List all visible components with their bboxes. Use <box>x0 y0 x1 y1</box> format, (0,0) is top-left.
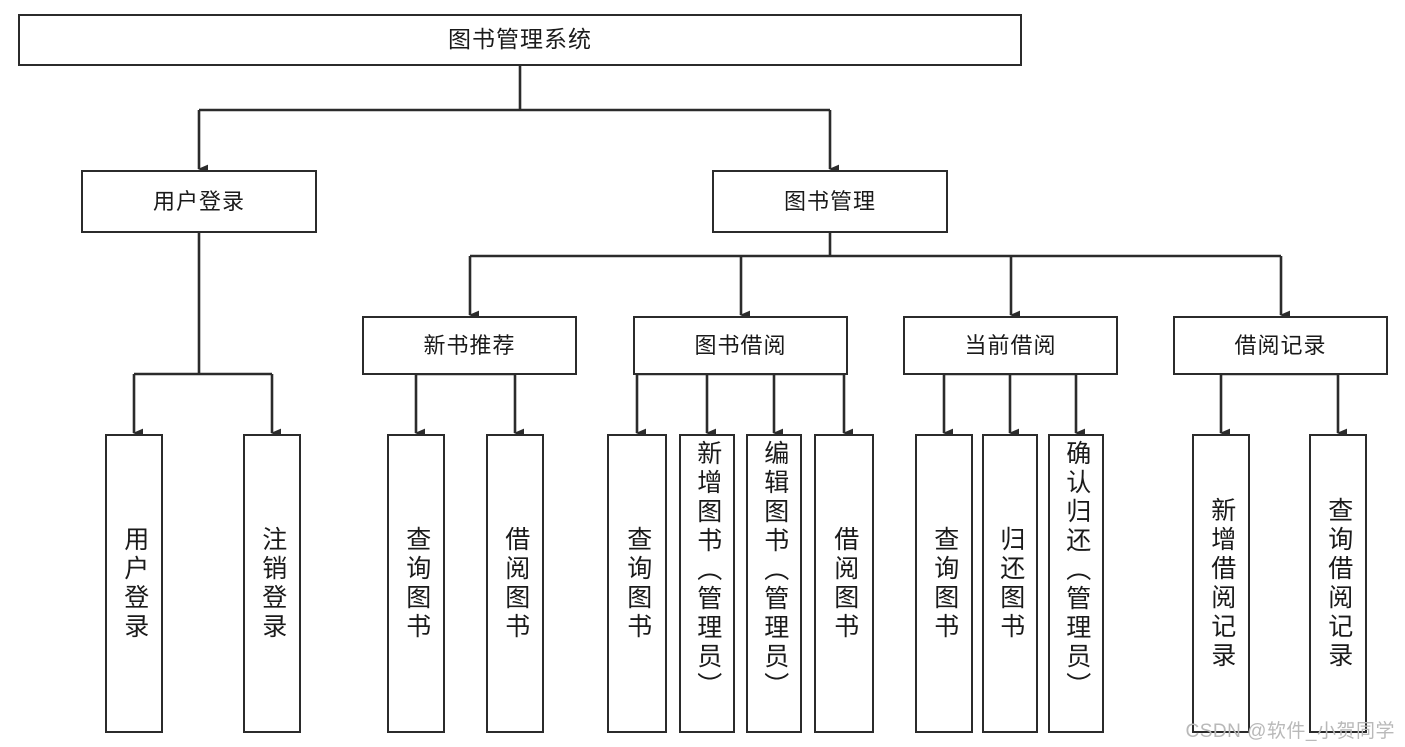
node-label: 确认归还（管理员） <box>1062 440 1091 701</box>
node-leaf-user-login[interactable]: 用户登录 <box>105 434 163 733</box>
node-label: 借阅记录 <box>1234 332 1327 358</box>
node-leaf-cur-confirm[interactable]: 确认归还（管理员） <box>1048 434 1104 733</box>
node-book-borrow[interactable]: 图书借阅 <box>633 316 848 375</box>
node-label: 用户登录 <box>152 188 245 214</box>
node-label: 查询图书 <box>930 525 959 642</box>
node-leaf-rec-borrow[interactable]: 借阅图书 <box>486 434 544 733</box>
node-label: 查询借阅记录 <box>1324 496 1353 671</box>
node-label: 用户登录 <box>120 525 149 642</box>
watermark: CSDN @软件_小贺同学 <box>1185 721 1395 742</box>
node-borrow-record[interactable]: 借阅记录 <box>1173 316 1388 375</box>
node-leaf-rec-search[interactable]: 查询借阅记录 <box>1309 434 1367 733</box>
node-label: 当前借阅 <box>964 332 1057 358</box>
node-label: 注销登录 <box>258 525 287 642</box>
node-leaf-borrow-book[interactable]: 借阅图书 <box>814 434 874 733</box>
node-leaf-book-edit[interactable]: 编辑图书（管理员） <box>746 434 802 733</box>
node-label: 查询图书 <box>623 525 652 642</box>
node-label: 归还图书 <box>996 525 1025 642</box>
node-leaf-borrow-query[interactable]: 查询图书 <box>607 434 667 733</box>
node-label: 新增图书（管理员） <box>693 440 722 701</box>
node-label: 图书管理系统 <box>448 26 592 53</box>
node-label: 新书推荐 <box>423 332 516 358</box>
node-label: 借阅图书 <box>830 525 859 642</box>
node-leaf-rec-query[interactable]: 查询图书 <box>387 434 445 733</box>
node-leaf-user-logout[interactable]: 注销登录 <box>243 434 301 733</box>
node-label: 图书管理 <box>783 188 876 214</box>
edge-paths <box>132 66 1348 438</box>
node-label: 借阅图书 <box>501 525 530 642</box>
node-label: 新增借阅记录 <box>1207 496 1236 671</box>
node-label: 图书借阅 <box>694 332 787 358</box>
node-leaf-cur-query[interactable]: 查询图书 <box>915 434 973 733</box>
node-leaf-book-add[interactable]: 新增图书（管理员） <box>679 434 735 733</box>
node-label: 编辑图书（管理员） <box>760 440 789 701</box>
node-user-login[interactable]: 用户登录 <box>81 170 317 233</box>
node-leaf-rec-add[interactable]: 新增借阅记录 <box>1192 434 1250 733</box>
node-book-manage[interactable]: 图书管理 <box>712 170 948 233</box>
node-leaf-cur-return[interactable]: 归还图书 <box>982 434 1038 733</box>
node-current-borrow[interactable]: 当前借阅 <box>903 316 1118 375</box>
node-new-book-rec[interactable]: 新书推荐 <box>362 316 577 375</box>
node-root[interactable]: 图书管理系统 <box>18 14 1022 66</box>
node-label: 查询图书 <box>402 525 431 642</box>
